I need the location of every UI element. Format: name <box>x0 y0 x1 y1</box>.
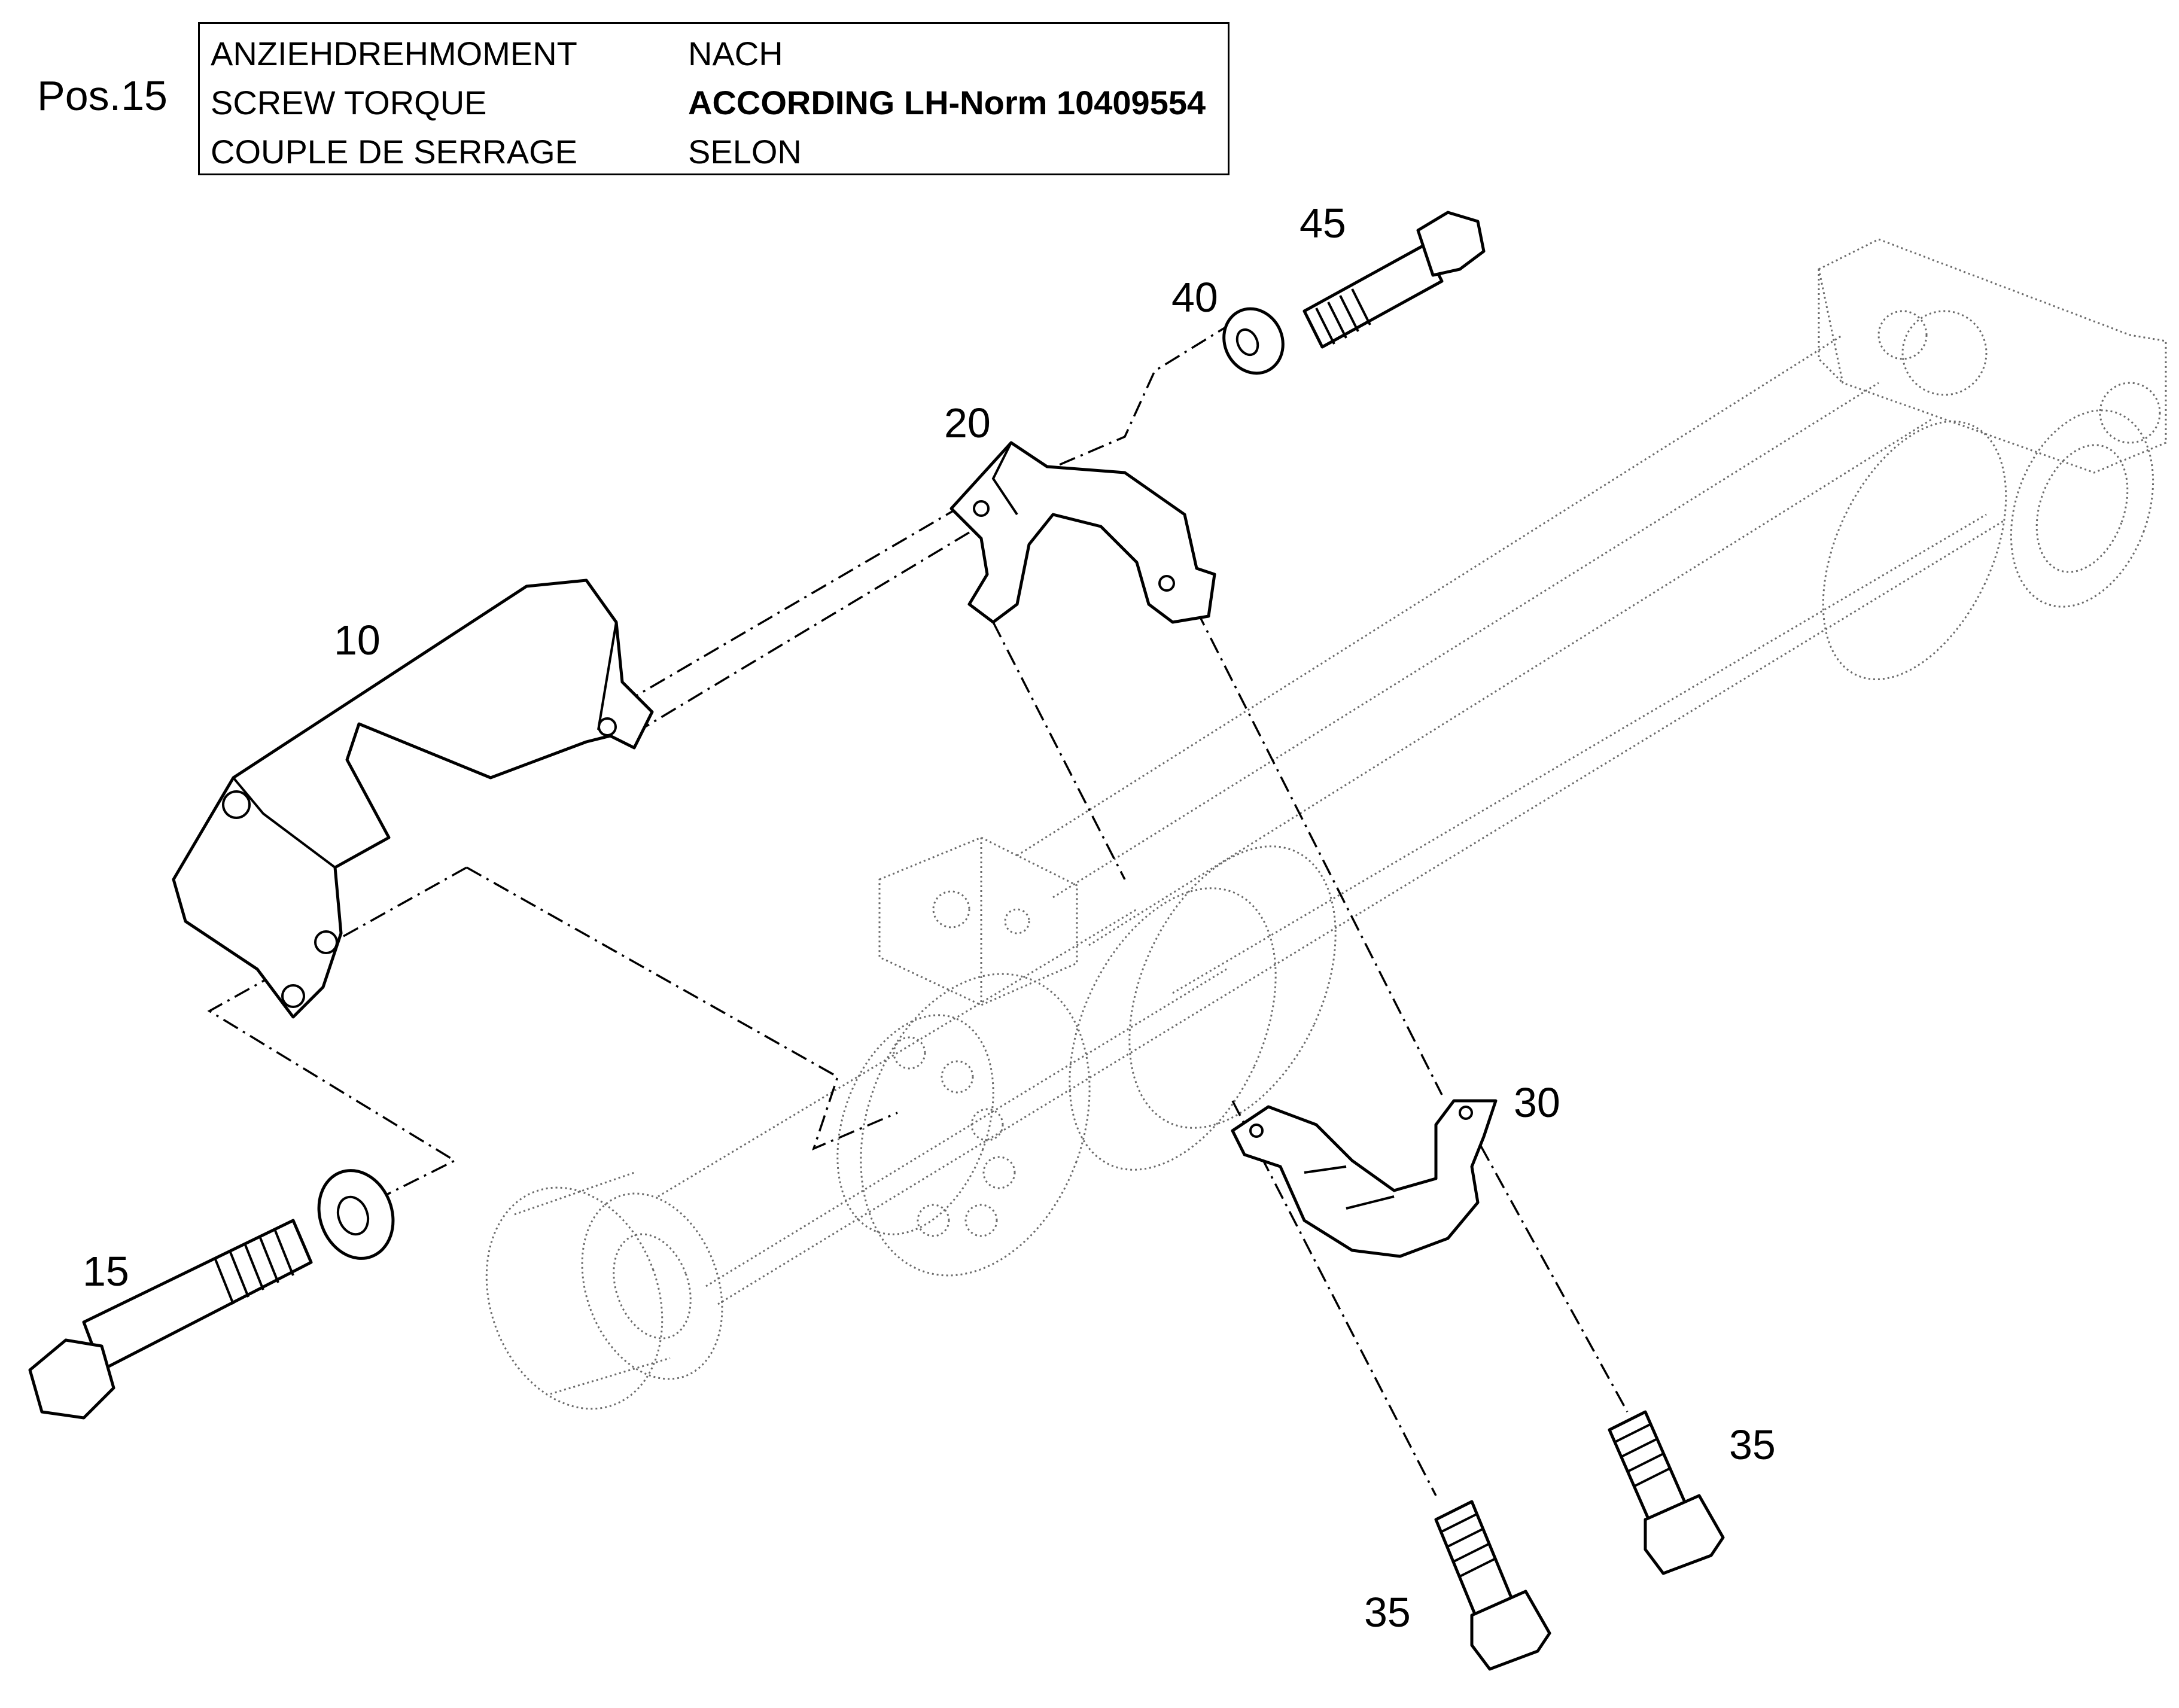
callout-30: 30 <box>1514 1079 1560 1126</box>
callout-10: 10 <box>334 617 381 663</box>
lower-clamp-part <box>1231 1099 1498 1258</box>
torque-value-english: ACCORDING LH-Norm 10409554 <box>688 84 1206 121</box>
washer-15-part <box>317 1169 395 1260</box>
callout-40: 40 <box>1171 274 1218 321</box>
cover-bracket-part <box>172 579 654 1019</box>
position-label: Pos.15 <box>37 72 168 119</box>
torque-term-german: ANZIEHDREHMOMENT <box>211 35 577 72</box>
torque-value-german: NACH <box>688 35 783 72</box>
callout-35-left: 35 <box>1364 1589 1411 1636</box>
callout-35-right: 35 <box>1729 1421 1776 1468</box>
bolt-15-part <box>28 1219 313 1420</box>
torque-value-french: SELON <box>688 133 802 171</box>
bolt-45-part <box>1302 211 1486 349</box>
hydraulic-cylinder-ghost <box>485 238 2167 1410</box>
washer-40-part <box>1222 307 1285 375</box>
screw-35-right-part <box>1608 1410 1725 1575</box>
torque-term-french: COUPLE DE SERRAGE <box>211 133 578 171</box>
upper-clamp-part <box>949 441 1216 624</box>
callout-15: 15 <box>83 1248 129 1295</box>
alignment-lines <box>207 322 1629 1496</box>
torque-table: ANZIEHDREHMOMENT NACH SCREW TORQUE ACCOR… <box>198 22 1230 175</box>
callout-45: 45 <box>1300 200 1346 246</box>
torque-term-english: SCREW TORQUE <box>211 84 487 121</box>
screw-35-left-part <box>1434 1500 1551 1671</box>
callout-20: 20 <box>944 400 991 446</box>
